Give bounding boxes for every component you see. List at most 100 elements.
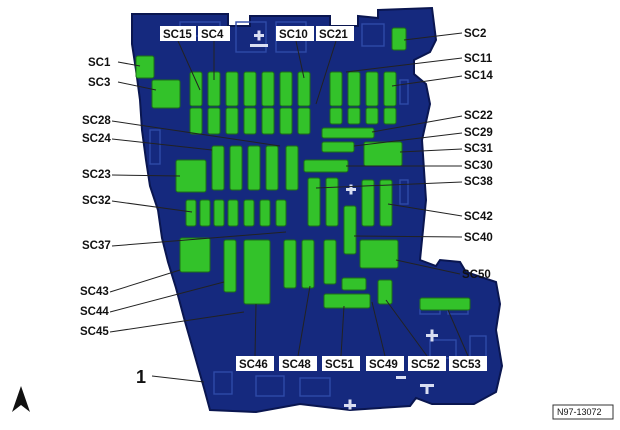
relay-sc30 (303, 159, 349, 173)
relay-slot (383, 107, 397, 125)
relay-labels: SC1 SC3 SC28 SC24 SC23 SC32 SC37 SC43 SC… (80, 26, 493, 371)
item-1-leader (151, 375, 205, 383)
relay-slot (347, 107, 361, 125)
relay-sc3 (151, 79, 181, 109)
label-sc10: SC10 (279, 29, 308, 41)
leader-line (117, 81, 157, 91)
relay-slot (227, 199, 239, 227)
relay-slot (383, 71, 397, 107)
relay-slot (259, 199, 271, 227)
label-sc51: SC51 (325, 359, 354, 371)
relay-sc2 (391, 27, 407, 51)
leader-line (177, 40, 201, 91)
leader-line (340, 305, 345, 357)
relay-slot (189, 71, 203, 107)
label-sc14: SC14 (464, 70, 493, 82)
label-box-sc21 (316, 26, 354, 41)
relay-slot (365, 71, 379, 107)
leader-line (111, 120, 281, 147)
leader-line (371, 301, 386, 357)
relay-slot (361, 179, 375, 227)
leader-line (109, 281, 225, 313)
leader-line (395, 259, 461, 275)
relay-slot (285, 145, 299, 191)
leader-line (371, 115, 463, 133)
label-sc49: SC49 (369, 359, 398, 371)
label-sc50: SC50 (462, 269, 491, 281)
label-sc48: SC48 (282, 359, 311, 371)
relay-slot (365, 107, 379, 125)
leader-line (385, 299, 428, 357)
relay-sc22 (321, 127, 375, 139)
leader-line (297, 285, 311, 357)
leader-line (399, 148, 463, 153)
leader-line (447, 309, 469, 357)
leader-line (111, 231, 287, 247)
relay-slot (243, 71, 257, 107)
relays (135, 27, 471, 311)
relay-slot (261, 71, 275, 107)
relay-slot (379, 179, 393, 227)
label-box-sc15 (160, 26, 196, 41)
label-sc24: SC24 (82, 133, 111, 145)
label-box-sc52 (408, 356, 446, 371)
relay-slot (307, 177, 321, 227)
relay-slot (359, 239, 399, 269)
label-sc37: SC37 (82, 240, 111, 252)
label-sc46: SC46 (239, 359, 268, 371)
relay-slot (329, 107, 343, 125)
label-box-sc48 (279, 356, 317, 371)
relay-slot (211, 145, 225, 191)
relay-slot (225, 107, 239, 135)
leader-line (345, 57, 463, 73)
leader-line (315, 40, 337, 105)
label-sc3: SC3 (88, 77, 110, 89)
label-box-sc46 (236, 356, 274, 371)
relay-slot (223, 239, 237, 293)
relay-sc23 (175, 159, 207, 193)
label-sc30: SC30 (464, 160, 493, 172)
label-sc21: SC21 (319, 29, 348, 41)
label-sc52: SC52 (411, 359, 440, 371)
relay-slot (341, 277, 367, 291)
label-box-sc4 (198, 26, 230, 41)
relay-slot (225, 71, 239, 107)
relay-sc43 (179, 237, 211, 273)
leader-line (387, 203, 463, 217)
leader-line (295, 40, 305, 79)
relay-slot (297, 107, 311, 135)
relay-sc1 (135, 55, 155, 79)
leader-line (111, 174, 181, 177)
label-sc40: SC40 (464, 232, 493, 244)
label-sc43: SC43 (80, 286, 109, 298)
relay-slot (325, 177, 339, 227)
label-sc28: SC28 (82, 115, 111, 127)
label-sc11: SC11 (464, 53, 493, 65)
label-sc29: SC29 (464, 127, 493, 139)
label-sc53: SC53 (452, 359, 481, 371)
leader-line (254, 303, 257, 357)
leader-line (111, 200, 193, 213)
relay-slot (347, 71, 361, 107)
relay-slot (279, 71, 293, 107)
label-sc1: SC1 (88, 57, 111, 69)
label-box-sc49 (366, 356, 404, 371)
relay-slot (229, 145, 243, 191)
label-sc15: SC15 (163, 29, 192, 41)
relay-sc40 (343, 205, 357, 255)
label-box-sc10 (276, 26, 314, 41)
relay-sc29 (321, 141, 355, 153)
relay-slot (419, 297, 471, 311)
reference-box (552, 404, 614, 420)
relay-slot (323, 239, 337, 285)
relay-slot (297, 71, 311, 107)
label-sc4: SC4 (201, 29, 224, 41)
relay-slot (279, 107, 293, 135)
relay-slot (213, 199, 225, 227)
relay-slot (199, 199, 211, 227)
relay-slot (185, 199, 197, 227)
relay-slot (275, 199, 287, 227)
relay-slot (207, 107, 221, 135)
